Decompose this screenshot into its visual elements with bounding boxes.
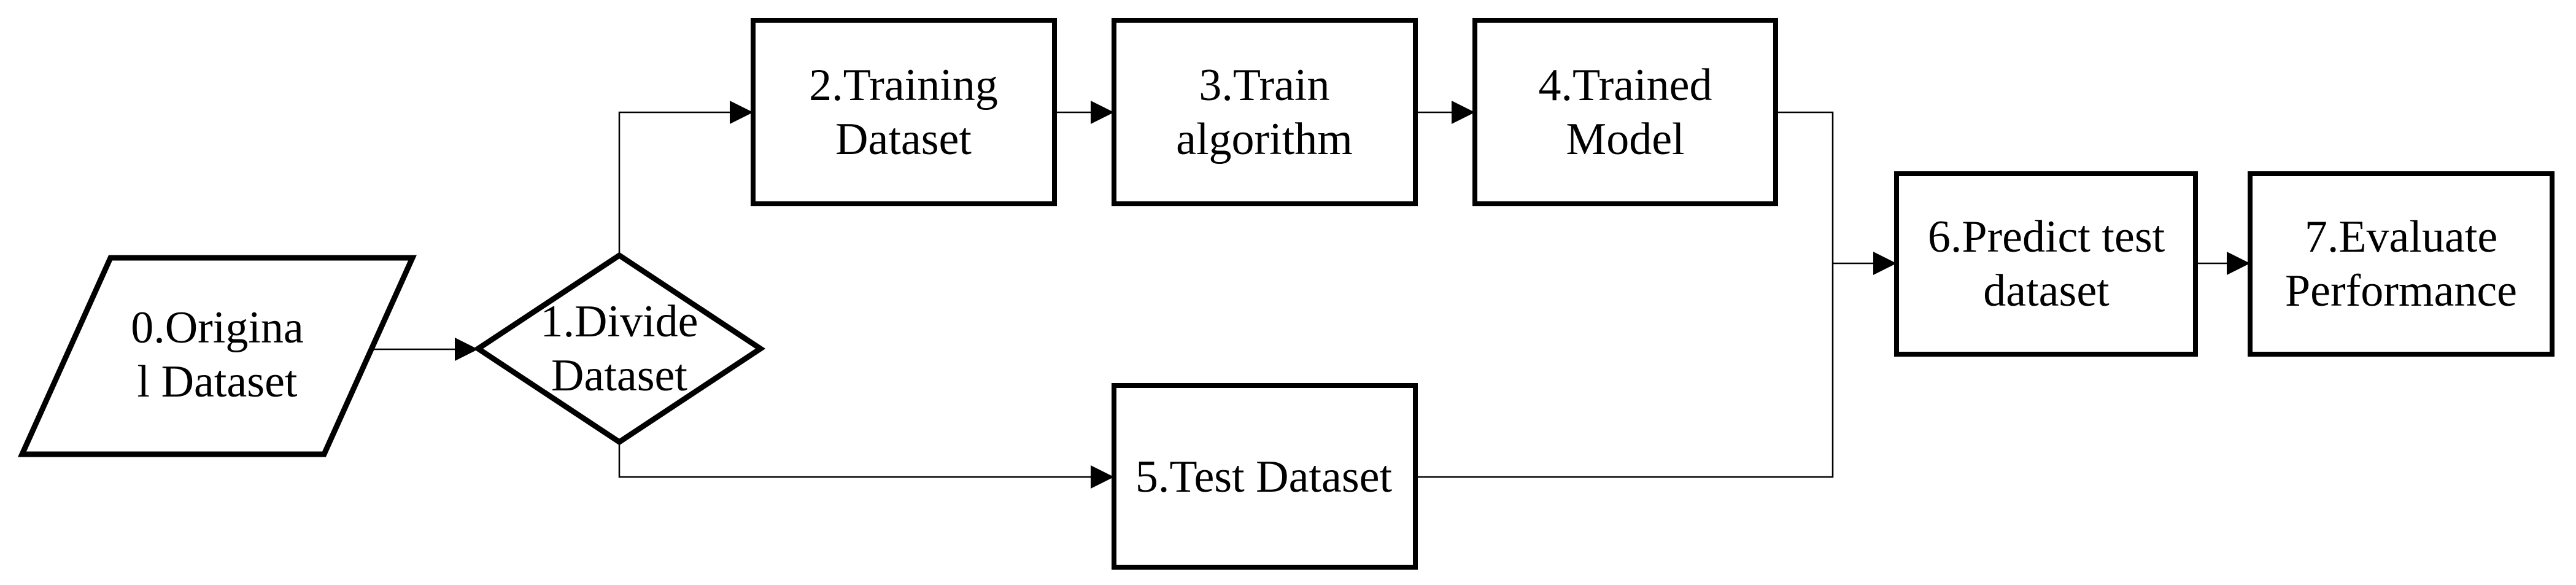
node-label-line: 0.Origina <box>131 303 304 353</box>
node-label-training-dataset: 2.Training Dataset <box>809 58 998 166</box>
node-label-line: l Dataset <box>137 357 298 407</box>
node-label-train-algorithm: 3.Train algorithm <box>1176 58 1353 166</box>
node-label-evaluate-performance: 7.Evaluate Performance <box>2285 210 2517 318</box>
node-label-line: dataset <box>1983 266 2110 316</box>
node-label-line: Dataset <box>551 351 687 401</box>
node-shape-train-algorithm <box>1112 18 1418 206</box>
node-label-line: 4.Trained <box>1538 60 1712 110</box>
node-label-predict-test-dataset: 6.Predict test dataset <box>1928 210 2165 318</box>
node-label-line: 2.Training <box>809 60 998 110</box>
edge-divide-to-training <box>618 101 753 255</box>
node-label-trained-model: 4.Trained Model <box>1539 58 1712 166</box>
node-shape-predict-test-dataset <box>1894 171 2198 357</box>
node-label-line: 7.Evaluate <box>2304 212 2498 262</box>
node-label-line: 1.Divide <box>540 296 698 347</box>
edge-merge-trained-model-and-test <box>1415 111 1834 478</box>
node-shape-trained-model <box>1472 18 1778 206</box>
node-shape-evaluate-performance <box>2248 171 2555 357</box>
node-shape-original-dataset <box>18 255 417 457</box>
node-shape-training-dataset <box>751 18 1057 206</box>
node-label-original-dataset: 0.Origina l Dataset <box>131 301 304 409</box>
edge-divide-to-test <box>618 441 1114 489</box>
node-shape-divide-dataset <box>473 252 766 446</box>
node-label-line: algorithm <box>1176 114 1353 165</box>
node-label-line: Dataset <box>835 114 972 165</box>
node-label-line: Performance <box>2284 266 2518 316</box>
node-label-line: 6.Predict test <box>1927 212 2165 262</box>
node-label-test-dataset: 5.Test Dataset <box>1135 450 1392 504</box>
node-label-divide-dataset: 1.Divide Dataset <box>541 295 698 403</box>
node-label-line: 5.Test Dataset <box>1135 452 1393 502</box>
node-label-line: Model <box>1566 114 1685 165</box>
node-shape-test-dataset <box>1112 383 1418 570</box>
node-label-line: 3.Train <box>1199 60 1330 110</box>
